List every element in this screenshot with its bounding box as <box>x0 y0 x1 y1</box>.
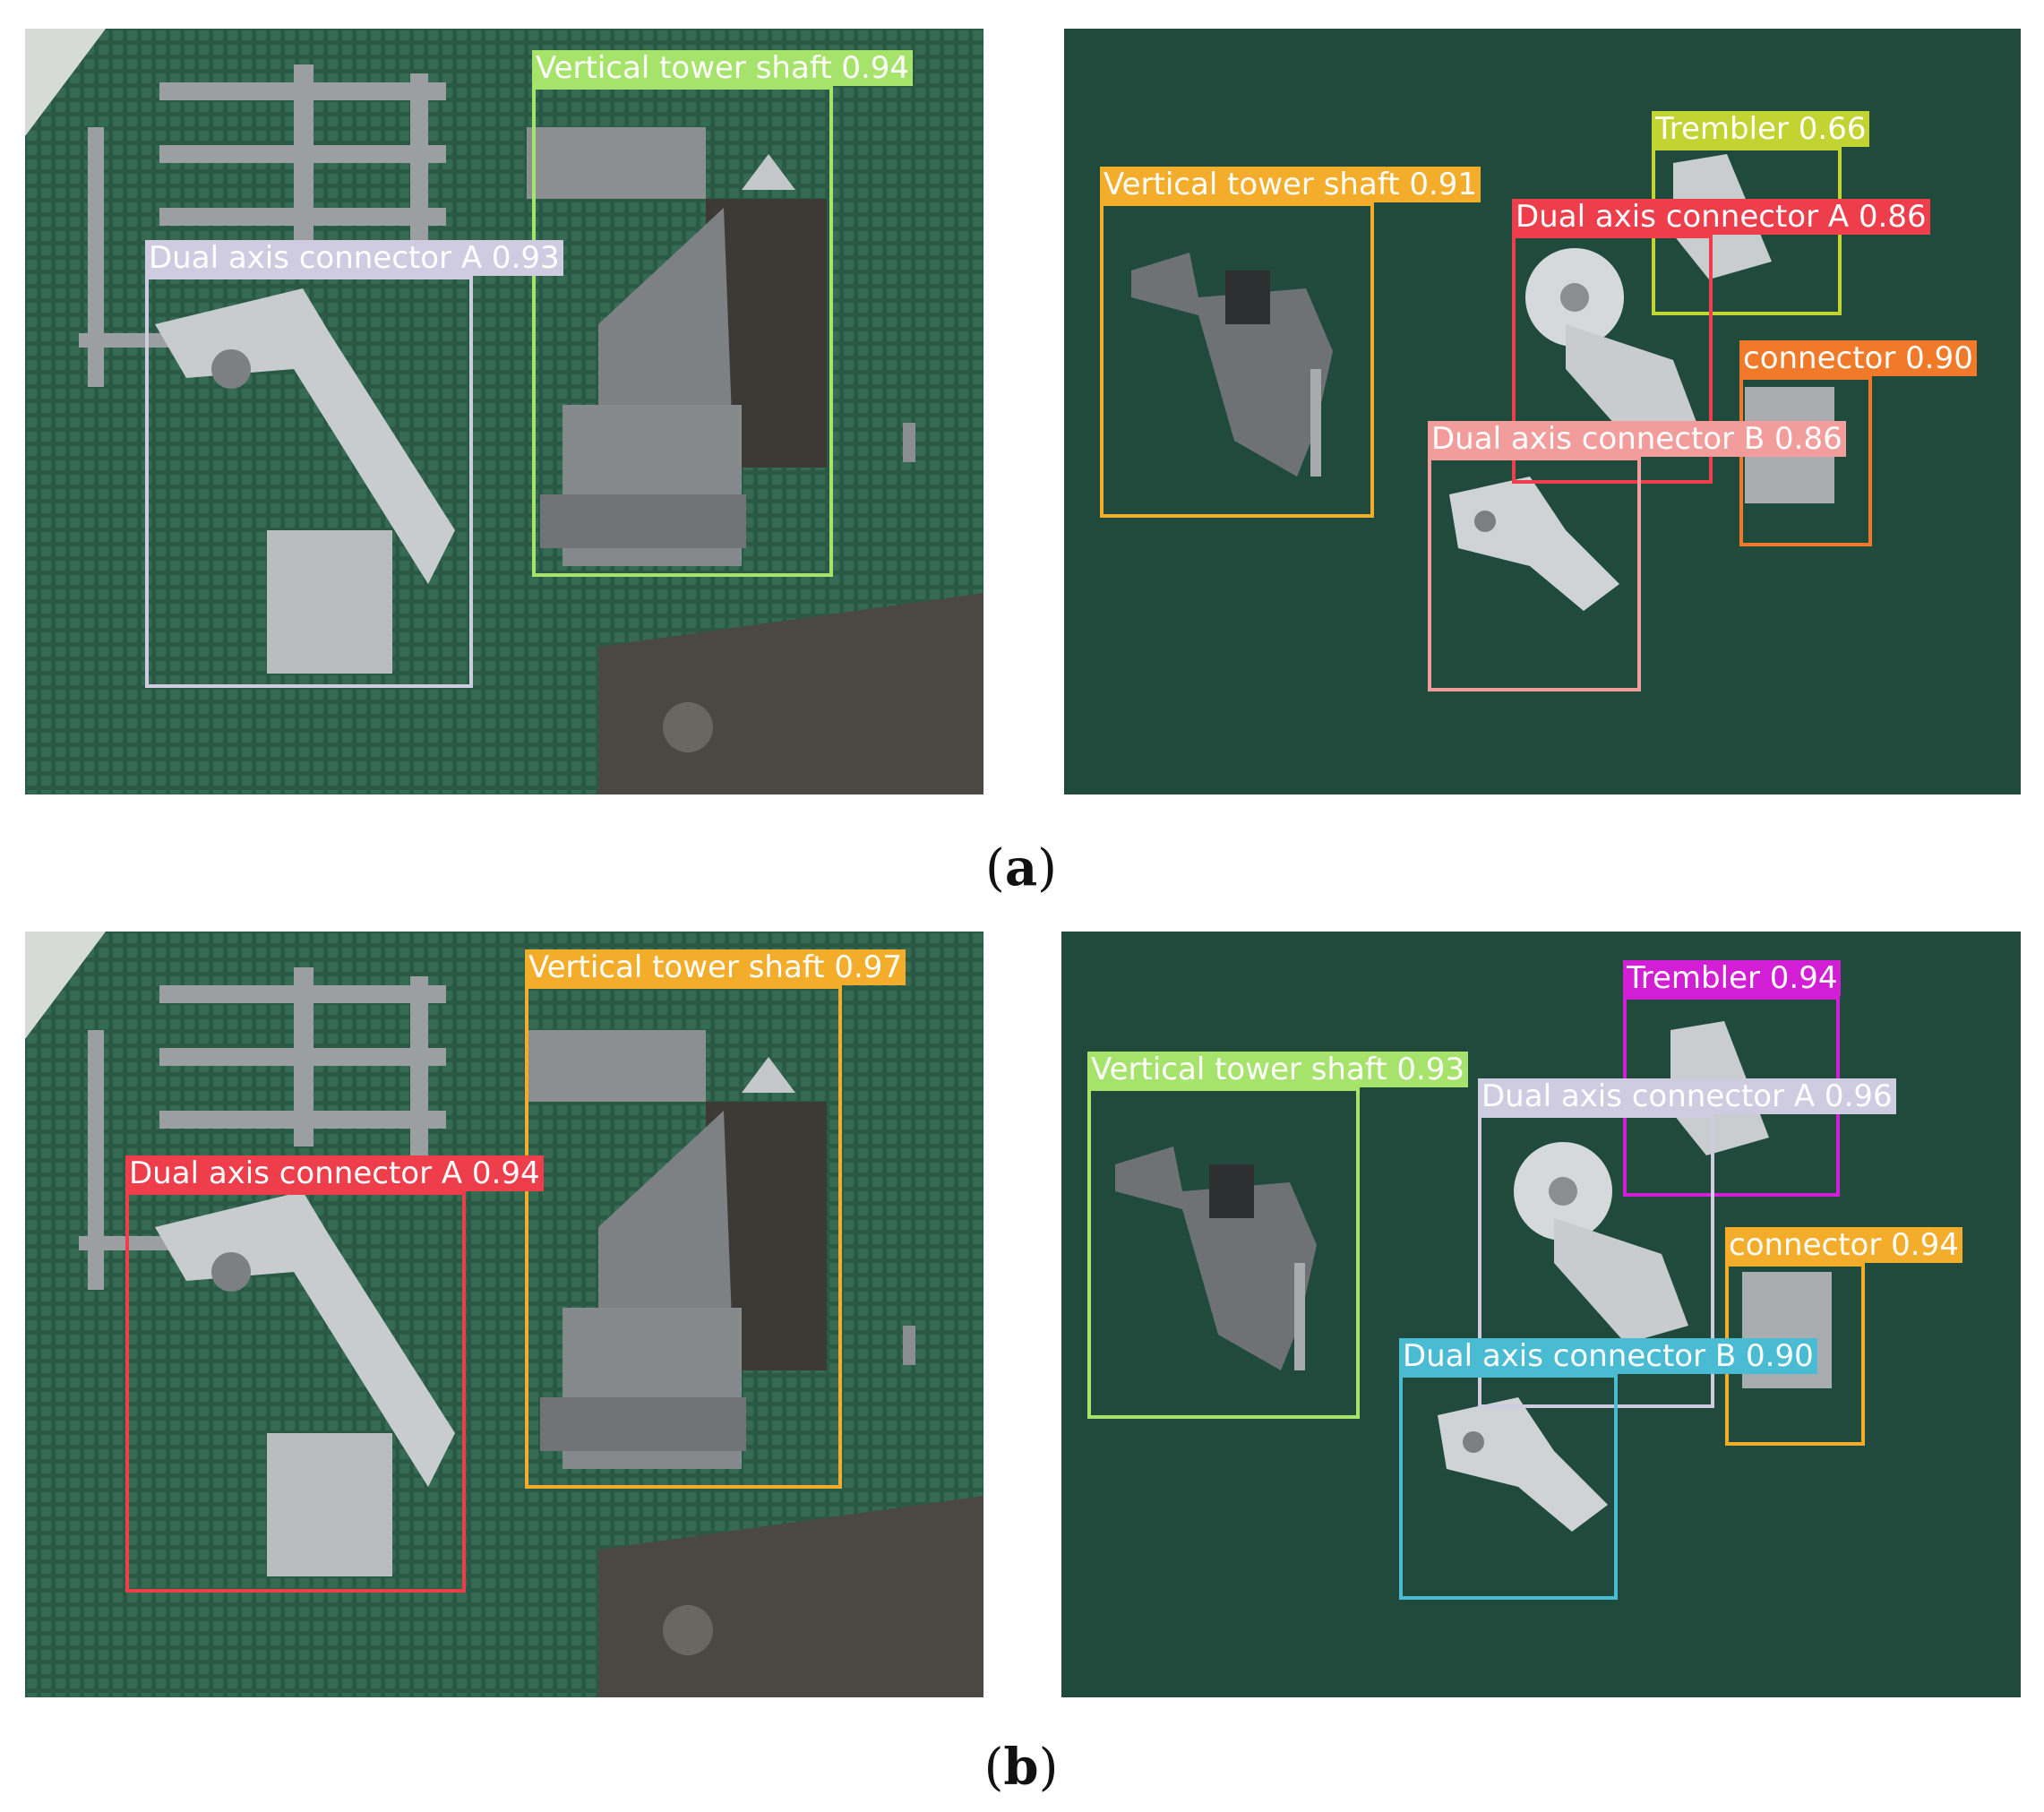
caption-b: (b) <box>983 1738 1059 1797</box>
detection-box-dual-axis-connector-a <box>145 276 473 688</box>
detection-box-dual-axis-connector-a <box>125 1191 466 1593</box>
green-mat-scene <box>1064 29 2021 794</box>
detection-box-connector <box>1739 376 1872 546</box>
workbench-scene <box>25 29 983 794</box>
detection-box-dual-axis-connector-b <box>1428 457 1641 691</box>
detection-label-trembler: Trembler 0.66 <box>1652 111 1870 147</box>
detection-label-trembler: Trembler 0.94 <box>1623 960 1842 996</box>
caption-a: (a) <box>984 838 1057 897</box>
detection-label-vertical-tower-shaft: Vertical tower shaft 0.91 <box>1100 167 1481 202</box>
detection-label-vertical-tower-shaft: Vertical tower shaft 0.94 <box>532 50 914 86</box>
detection-label-dual-axis-connector-a: Dual axis connector A 0.93 <box>145 240 563 276</box>
detection-box-dual-axis-connector-b <box>1399 1374 1618 1600</box>
detection-box-vertical-tower-shaft <box>1100 202 1374 518</box>
photo-a-left <box>25 29 983 794</box>
detection-box-dual-axis-connector-a <box>1478 1114 1714 1408</box>
photo-b-left <box>25 932 983 1697</box>
detection-box-dual-axis-connector-a <box>1512 235 1713 484</box>
detection-box-vertical-tower-shaft <box>1087 1087 1360 1419</box>
detection-label-dual-axis-connector-b: Dual axis connector B 0.86 <box>1428 421 1846 457</box>
detection-label-vertical-tower-shaft: Vertical tower shaft 0.97 <box>525 949 906 985</box>
photo-a-right <box>1064 29 2021 794</box>
detection-box-vertical-tower-shaft <box>532 86 833 577</box>
detection-label-connector: connector 0.94 <box>1725 1227 1962 1263</box>
workbench-scene <box>25 932 983 1697</box>
detection-label-dual-axis-connector-a: Dual axis connector A 0.94 <box>125 1155 544 1191</box>
detection-box-vertical-tower-shaft <box>525 985 842 1489</box>
detection-label-dual-axis-connector-b: Dual axis connector B 0.90 <box>1399 1338 1817 1374</box>
detection-label-vertical-tower-shaft: Vertical tower shaft 0.93 <box>1087 1052 1469 1087</box>
detection-label-dual-axis-connector-a: Dual axis connector A 0.96 <box>1478 1078 1896 1114</box>
detection-label-connector: connector 0.90 <box>1739 340 1977 376</box>
detection-label-dual-axis-connector-a: Dual axis connector A 0.86 <box>1512 199 1930 235</box>
